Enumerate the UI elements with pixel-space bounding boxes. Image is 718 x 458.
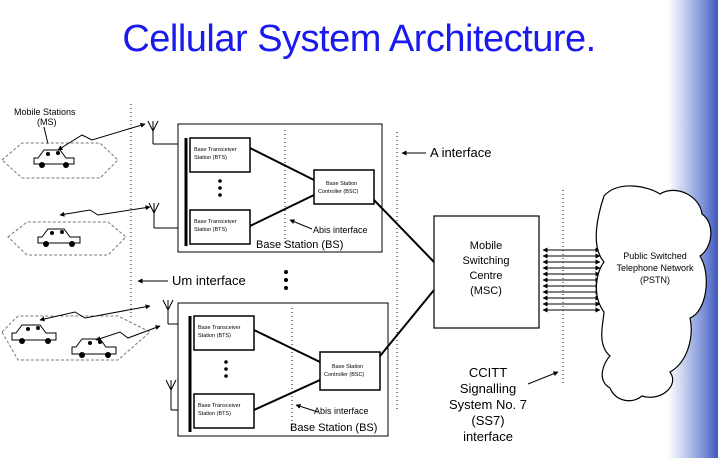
ss7-label-line: interface [463, 429, 513, 444]
bsc-msc-link [379, 289, 435, 357]
base-station-label: Base Station (BS) [256, 239, 343, 251]
bts-box [193, 315, 255, 351]
cell-hexagon [1, 315, 151, 361]
msc-label-line: (MSC) [470, 285, 502, 297]
ss7-label-line: (SS7) [471, 413, 504, 428]
pstn-label-line: Public Switched [623, 251, 687, 261]
bts-box [193, 393, 255, 429]
bts-label-line2: Station (BTS) [194, 155, 227, 161]
car-icon [11, 324, 57, 344]
base-station-label: Base Station (BS) [290, 422, 377, 434]
bts-label-line1: Base Transceiver [194, 147, 237, 153]
slide-title: Cellular System Architecture. [122, 18, 596, 60]
abis-link [253, 379, 321, 411]
bts-label-line1: Base Transceiver [198, 403, 241, 409]
mobile-stations-label: Mobile Stations [14, 107, 76, 117]
bts-label-line2: Station (BTS) [198, 411, 231, 417]
abis-link [249, 147, 315, 181]
antenna-icon [148, 202, 160, 228]
bsc-box [313, 169, 375, 205]
ms-abbrev-label: (MS) [37, 117, 57, 127]
car-icon [71, 338, 117, 358]
msc-label-line: Mobile [470, 240, 502, 252]
abis-link [249, 194, 315, 227]
car-icon [33, 149, 75, 168]
bts-label-line2: Station (BTS) [194, 227, 227, 233]
ss7-trunk-lines [542, 247, 601, 313]
bsc-msc-link [373, 199, 435, 263]
pstn-cloud [595, 185, 712, 402]
bsc-label-line2: Controller (BSC) [318, 189, 359, 195]
pstn-label-line: Telephone Network [616, 263, 694, 273]
radio-link [59, 205, 151, 217]
msc-label-line: Centre [469, 270, 502, 282]
ss7-label-line: Signalling [460, 381, 516, 396]
um-interface-label: Um interface [172, 273, 246, 288]
cell-hexagon [7, 221, 127, 256]
cell-hexagon [1, 142, 119, 179]
pstn-label-line: (PSTN) [640, 275, 670, 285]
bts-label-line1: Base Transceiver [194, 219, 237, 225]
bsc-label-line1: Base Station [332, 364, 363, 370]
a-interface-label: A interface [430, 145, 491, 160]
ss7-label-line: System No. 7 [449, 397, 527, 412]
ss7-label-line: CCITT [469, 365, 507, 380]
radio-link [95, 325, 161, 341]
abis-interface-label: Abis interface [313, 225, 368, 235]
bsc-label-line1: Base Station [326, 181, 357, 187]
msc-label-line: Switching [462, 255, 509, 267]
ms-label-pointer [43, 126, 49, 145]
antenna-icon [147, 120, 159, 144]
msc-box [433, 215, 540, 329]
abis-interface-label: Abis interface [314, 406, 369, 416]
radio-link [57, 122, 146, 151]
radio-link [39, 304, 151, 322]
bsc-box [319, 351, 381, 391]
antenna-icon [162, 299, 174, 324]
bts-box [189, 137, 251, 173]
abis-link [253, 329, 321, 363]
bsc-label-line2: Controller (BSC) [324, 372, 365, 378]
antenna-icon [165, 379, 177, 410]
bts-box [189, 209, 251, 245]
car-icon [37, 228, 81, 247]
bts-label-line1: Base Transceiver [198, 325, 241, 331]
bts-label-line2: Station (BTS) [198, 333, 231, 339]
